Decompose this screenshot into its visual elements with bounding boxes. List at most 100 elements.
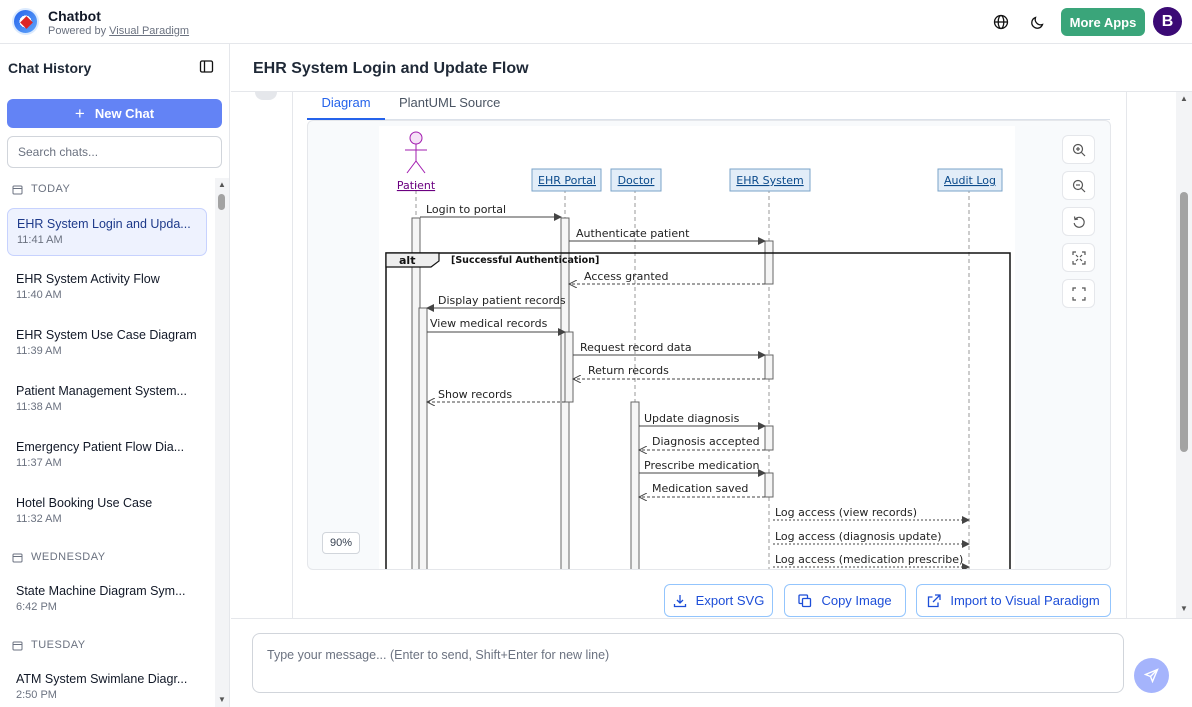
chat-item[interactable]: State Machine Diagram Sym... 6:42 PM [7,576,207,624]
chat-history-sidebar: Chat History + New Chat TODAY EHR System… [0,44,230,707]
copy-image-button[interactable]: Copy Image [784,584,906,617]
msg10-label: Diagnosis accepted [652,435,760,448]
new-chat-button[interactable]: + New Chat [7,99,222,128]
participant-system: EHR System [736,174,803,187]
chat-item-title: State Machine Diagram Sym... [16,584,186,598]
chat-item-active[interactable]: EHR System Login and Upda... 11:41 AM [7,208,207,256]
plus-icon: + [74,104,85,123]
new-chat-label: New Chat [94,106,155,121]
participant-portal: EHR Portal [538,174,596,187]
msg14-label: Log access (diagnosis update) [775,530,942,543]
msg3-label: Access granted [584,270,668,283]
chat-item-title: Emergency Patient Flow Dia... [16,440,185,454]
top-bar: Chatbot Powered by Visual Paradigm More … [0,0,1192,44]
chat-item-title: Patient Management System... [16,384,187,398]
powered-by-prefix: Powered by [48,25,107,37]
audit-box [937,168,1003,192]
msg8-label: Show records [438,388,512,401]
visual-paradigm-link[interactable]: Visual Paradigm [109,25,190,37]
sidebar-scroll-thumb[interactable] [218,194,225,210]
sidebar-scrollbar[interactable]: ▲ ▼ [215,178,229,707]
doctor-box [610,168,662,192]
chat-item[interactable]: EHR System Activity Flow 11:40 AM [7,264,207,312]
search-chats-input[interactable] [7,136,222,168]
export-svg-button[interactable]: Export SVG [664,584,773,617]
group-wednesday-label: WEDNESDAY [31,551,106,563]
language-globe-icon[interactable] [990,11,1012,33]
tab-diagram[interactable]: Diagram [307,95,385,120]
chat-item-time: 11:37 AM [16,457,62,469]
patient-activation-2 [418,307,428,569]
msg6-label: Request record data [580,341,692,354]
scroll-up-arrow-icon[interactable]: ▲ [218,180,226,189]
chat-item-time: 11:40 AM [16,289,62,301]
msg9-label: Update diagnosis [644,412,740,425]
calendar-icon [12,553,23,562]
page-title: EHR System Login and Update Flow [253,60,529,77]
main-scrollbar[interactable]: ▲ ▼ [1176,92,1192,618]
app-title: Chatbot [48,8,101,24]
copy-icon [798,593,812,607]
send-button[interactable] [1134,658,1169,693]
group-tuesday: TUESDAY [12,639,86,651]
alt-fragment-tab [385,252,440,268]
import-visual-paradigm-button[interactable]: Import to Visual Paradigm [916,584,1111,617]
scroll-up-arrow-icon[interactable]: ▲ [1180,94,1188,103]
participant-doctor: Doctor [618,174,655,187]
chat-item[interactable]: ATM System Swimlane Diagr... 2:50 PM [7,664,207,707]
copy-image-label: Copy Image [821,593,892,608]
doctor-activation [630,401,640,569]
alt-keyword: alt [399,254,415,267]
msg1-label: Login to portal [426,203,506,216]
msg2-label: Authenticate patient [576,227,690,240]
message-panel [292,92,1127,618]
chat-item[interactable]: Hotel Booking Use Case 11:32 AM [7,488,207,536]
chat-item[interactable]: Emergency Patient Flow Dia... 11:37 AM [7,432,207,480]
chat-item-time: 11:39 AM [16,345,62,357]
zoom-out-icon [1072,179,1085,192]
tab-plantuml-source[interactable]: PlantUML Source [399,95,501,110]
download-icon [673,594,686,607]
main-scroll-thumb[interactable] [1180,192,1188,452]
fit-to-screen-button[interactable] [1062,243,1095,272]
system-activation-3 [764,425,774,451]
title-divider [231,91,1192,92]
zoom-level-badge: 90% [322,532,360,554]
group-tuesday-label: TUESDAY [31,639,86,651]
patient-actor [405,131,427,174]
sidebar-toggle-icon[interactable] [199,59,214,79]
chat-list: TODAY EHR System Login and Upda... 11:41… [0,178,215,707]
external-link-icon [928,593,941,607]
fullscreen-button[interactable] [1062,279,1095,308]
msg12-label: Medication saved [652,482,748,495]
portal-activation-2 [564,331,574,403]
system-activation-4 [764,472,774,498]
message-avatar-stub [255,92,277,100]
dark-mode-moon-icon[interactable] [1027,11,1049,33]
chat-item[interactable]: EHR System Use Case Diagram 11:39 AM [7,320,207,368]
message-input[interactable] [252,633,1124,693]
msg4-label: Display patient records [438,294,566,307]
sequence-diagram: Patient EHR Portal Doctor EHR System Aud… [385,131,1011,569]
scroll-down-arrow-icon[interactable]: ▼ [1180,604,1188,613]
chat-item-title: Hotel Booking Use Case [16,496,153,510]
chat-item[interactable]: Patient Management System... 11:38 AM [7,376,207,424]
system-activation-2 [764,354,774,380]
alt-fragment [385,252,1011,569]
chat-item-title: EHR System Use Case Diagram [16,328,197,342]
import-visual-paradigm-label: Import to Visual Paradigm [950,593,1100,608]
reset-zoom-button[interactable] [1062,207,1095,236]
more-apps-button[interactable]: More Apps [1061,8,1145,36]
alt-guard: [Successful Authentication] [451,255,599,266]
calendar-icon [12,641,23,650]
zoom-in-button[interactable] [1062,135,1095,164]
export-svg-label: Export SVG [695,593,765,608]
sequence-diagram-canvas[interactable]: Patient EHR Portal Doctor EHR System Aud… [379,126,1015,569]
scroll-down-arrow-icon[interactable]: ▼ [218,695,226,704]
fit-screen-icon [1071,250,1086,265]
participant-audit: Audit Log [944,174,996,187]
chat-item-time: 11:41 AM [17,234,63,246]
msg11-label: Prescribe medication [644,459,760,472]
user-avatar[interactable]: B [1153,7,1182,36]
zoom-out-button[interactable] [1062,171,1095,200]
